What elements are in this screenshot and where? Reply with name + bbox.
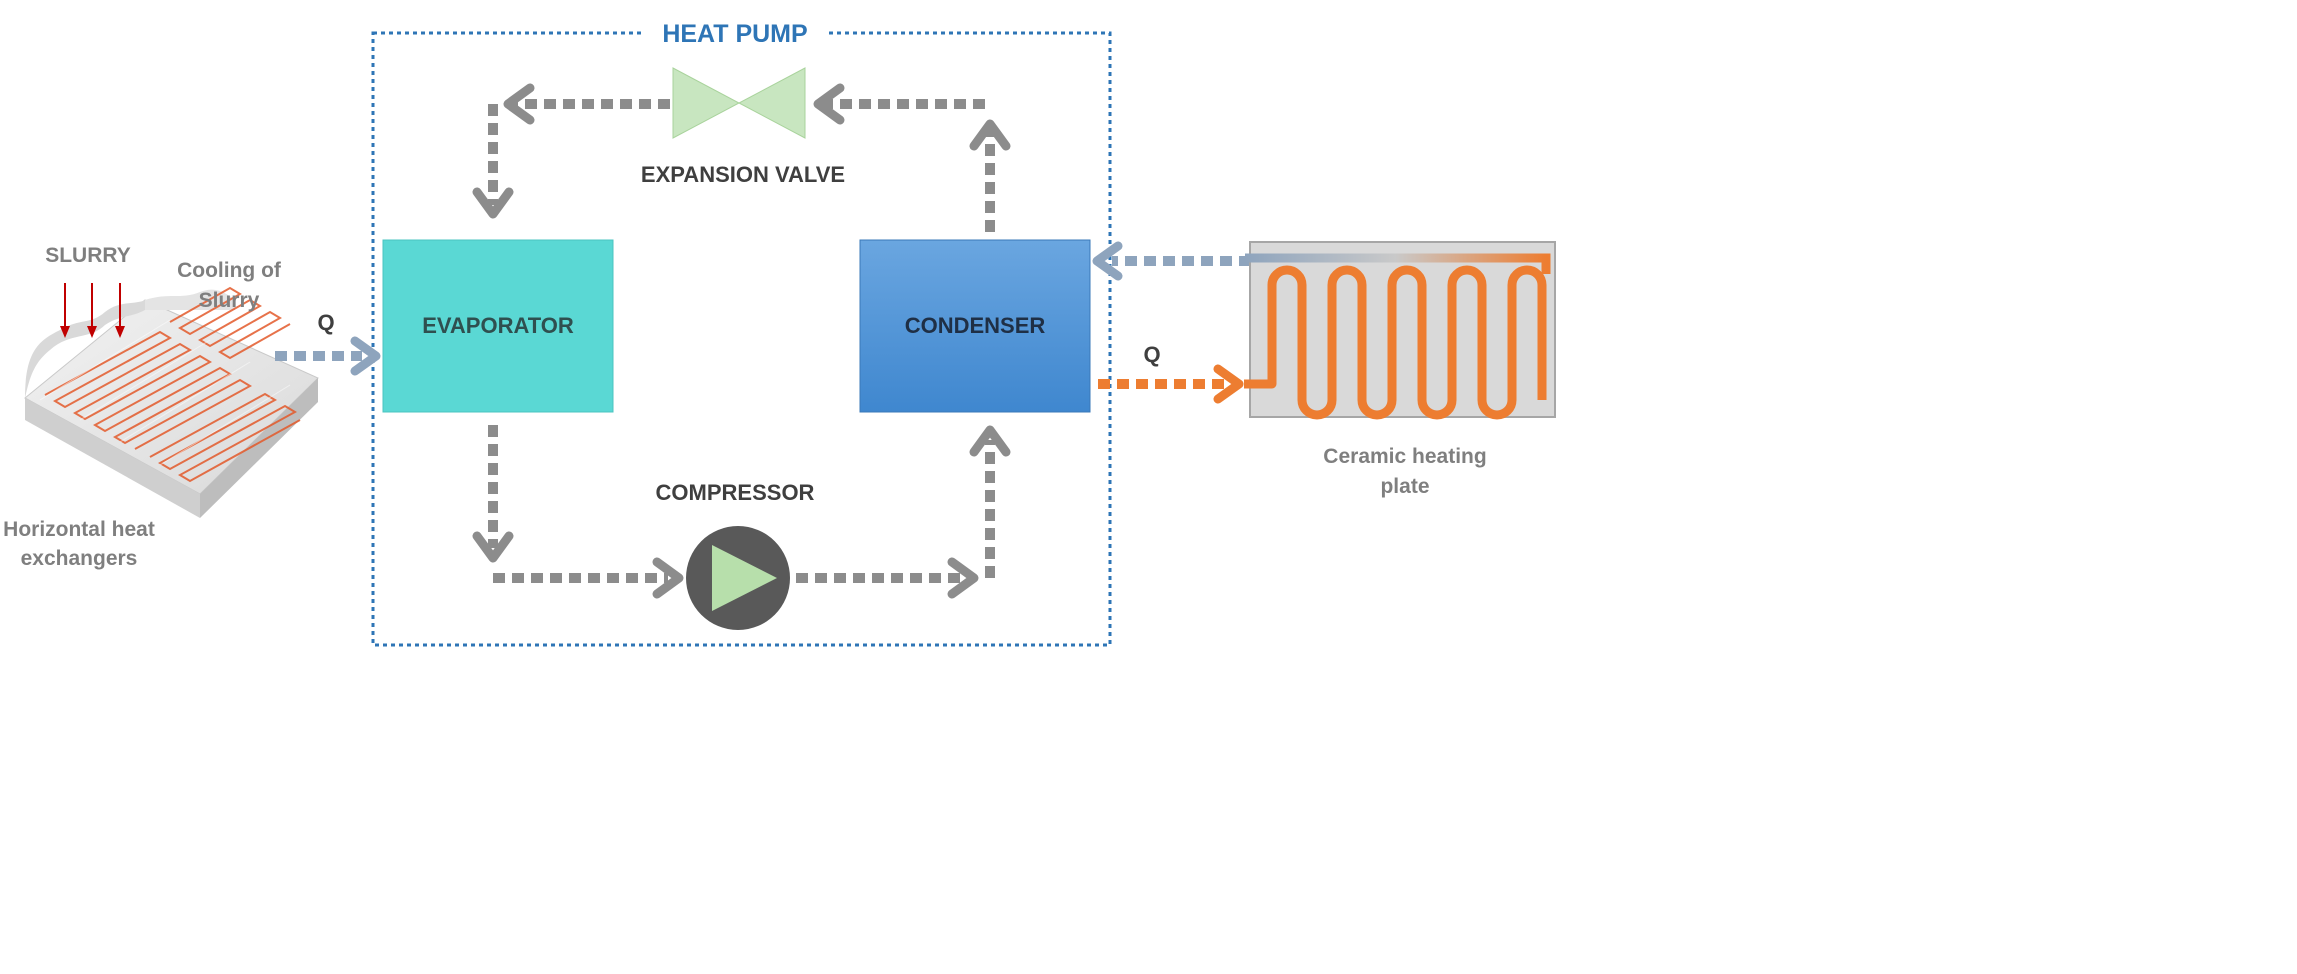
- arrowhead-down-bottom: [472, 531, 514, 563]
- arrowhead-left-valve: [813, 83, 845, 125]
- arrowhead-right-cond-bottom: [947, 557, 979, 599]
- exchanger-label-line1: Horizontal heat: [3, 518, 155, 541]
- arrowhead-up-cond-bottom: [969, 425, 1011, 457]
- arrowhead-down-evap: [472, 187, 514, 219]
- expansion-valve-icon: [672, 67, 806, 139]
- slurry-slab-image: [24, 286, 319, 518]
- heat-pump-title: HEAT PUMP: [662, 20, 807, 48]
- slurry-label: SLURRY: [45, 244, 131, 267]
- arrowhead-right-compressor: [652, 557, 684, 599]
- arrowhead-into-condenser: [1092, 241, 1123, 281]
- compressor-icon: [686, 526, 790, 630]
- cooling-label-line1: Cooling of: [177, 259, 282, 282]
- arrowhead-into-plate: [1213, 364, 1244, 404]
- plate-label-line2: plate: [1380, 475, 1429, 498]
- arrowhead-left-evap: [503, 83, 535, 125]
- refrigerant-loop: [472, 83, 1011, 599]
- exchanger-label-line2: exchangers: [21, 547, 138, 570]
- arrowhead-up-cond-top: [969, 119, 1011, 151]
- compressor-label: COMPRESSOR: [656, 480, 815, 505]
- evaporator-box: [382, 239, 614, 413]
- arrowhead-into-evaporator: [350, 336, 381, 376]
- plate-label-line1: Ceramic heating: [1323, 445, 1486, 468]
- heat-pump-diagram: HEAT PUMP EXPANSION VALVE EVAPORATOR CON…: [3, 18, 1556, 647]
- q-label-sink: Q: [1143, 342, 1160, 367]
- ceramic-heating-plate-icon: [1244, 241, 1556, 420]
- expansion-valve-label: EXPANSION VALVE: [641, 162, 845, 187]
- slurry-arrows-icon: [60, 283, 125, 338]
- cooling-label-line2: Slurry: [199, 289, 260, 312]
- title-backdrop: [645, 18, 825, 48]
- condenser-box: [859, 239, 1091, 413]
- q-label-source: Q: [317, 310, 334, 335]
- evaporator-label: EVAPORATOR: [422, 313, 574, 338]
- condenser-label: CONDENSER: [905, 313, 1046, 338]
